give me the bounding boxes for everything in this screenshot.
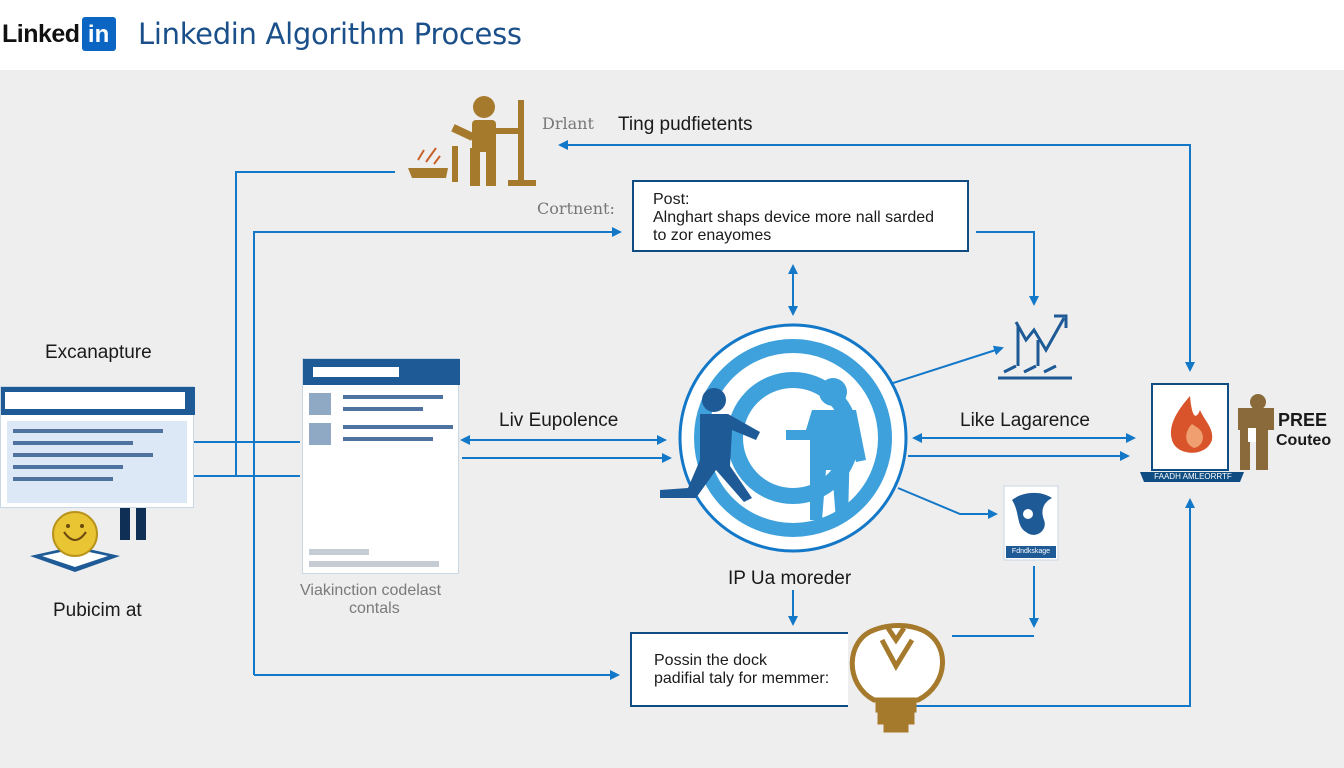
header: Linked in Linkedin Algorithm Process (0, 0, 1344, 70)
screen-header-bar (303, 359, 460, 385)
center-left-arrows (460, 435, 672, 463)
bottom-line-1: Possin the dock (654, 652, 767, 669)
top-feedback-label: Ting pudfietents (618, 114, 753, 135)
bottom-right-connectors (904, 498, 1195, 707)
logo-word: Linked (2, 19, 80, 48)
person-brown-icon (1238, 394, 1274, 470)
screen-header-bar (1, 387, 195, 415)
post-heading: Post: (653, 191, 690, 208)
bottom-line-2: padifial taly for memmer: (654, 670, 830, 687)
post-chart-arrow (976, 231, 1039, 306)
avatar-placeholder (309, 393, 331, 415)
mid-caption-line2: contals (349, 600, 400, 617)
post-box: Post: Alnghart shaps device more nall sa… (632, 180, 969, 252)
bird-badge-icon (1003, 485, 1059, 561)
two-people-handshake-icon (660, 323, 908, 553)
mid-caption-line1: Viakinction codelast (300, 582, 442, 599)
post-line-1: Alnghart shaps device more nall sarded (653, 209, 935, 226)
logo-in-box: in (81, 17, 116, 51)
smiley-coin-icon (30, 511, 120, 572)
right-icon-label: PREE (1278, 410, 1328, 430)
person-with-lever-icon (408, 96, 536, 186)
page-title: Linkedin Algorithm Process (138, 17, 522, 51)
fire-badge-icon (1140, 383, 1244, 482)
content-label: Cortnent: (537, 199, 615, 218)
left-bottom-label: Pubicim at (53, 600, 142, 621)
search-bar (5, 392, 185, 409)
right-icon-label-2: Couteo (1276, 432, 1332, 449)
left-connectors (168, 171, 622, 680)
linkedin-logo: Linked in (2, 16, 116, 52)
feed-screen-left (0, 386, 195, 508)
feedback-loop-arrow (558, 140, 1195, 372)
post-line-2: to zor enayomes (653, 227, 772, 244)
left-title-label: Excanapture (45, 342, 152, 363)
center-right-arrows (889, 345, 1136, 519)
bottom-box: Possin the dock padifial taly for memmer… (630, 632, 848, 707)
feed-panel (7, 421, 187, 503)
center-left-flow-label: Liv Eupolence (499, 410, 619, 431)
growth-chart-icon (998, 314, 1072, 380)
badge-text: Fdndkskage (1011, 548, 1051, 555)
feed-screen-middle (302, 358, 460, 574)
drlant-label: Drlant (542, 114, 594, 133)
center-right-flow-label: Like Lagarence (960, 410, 1090, 431)
center-bottom-label: IP Ua moreder (728, 568, 852, 589)
avatar-placeholder (309, 423, 331, 445)
lightbulb-icon (849, 623, 945, 733)
banner-text: FAADH AMLEORRTF (1154, 472, 1232, 481)
